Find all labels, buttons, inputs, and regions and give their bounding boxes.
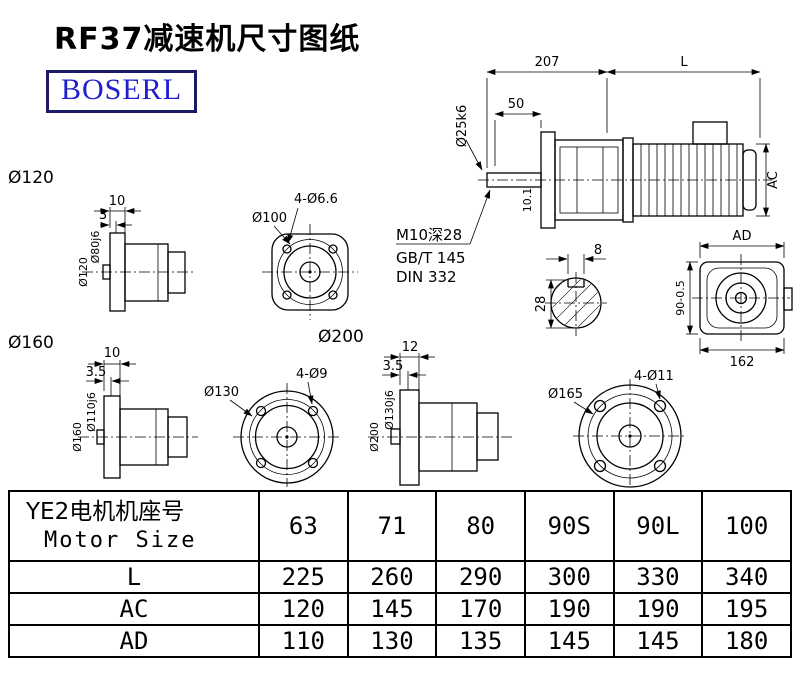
AC-63: 120 (258, 592, 349, 626)
bolt-circle-130: Ø130 (204, 385, 239, 400)
dia-80j6: Ø80j6 (89, 231, 102, 264)
page-title: RF37减速机尺寸图纸 (54, 22, 361, 57)
tap-note-line2: GB/T 145 (396, 249, 466, 267)
dim-AC: AC (766, 171, 781, 189)
motor-size-90S: 90S (523, 490, 615, 562)
AD-80: 135 (435, 624, 526, 658)
motor-rear-view: AD 90-0.5 162 (674, 229, 793, 370)
L-100: 340 (701, 560, 792, 594)
flange-160-front-view: Ø130 4-Ø9 (204, 367, 341, 487)
motor-size-header-cell: YE2电机机座号 Motor Size (8, 490, 260, 562)
row-label-L: L (8, 560, 260, 594)
dim-120-3: 3 (99, 208, 107, 223)
AD-71: 130 (346, 624, 438, 658)
dim-90: 90-0.5 (674, 280, 687, 315)
holes-4x9: 4-Ø9 (296, 367, 327, 382)
holes-4x11: 4-Ø11 (634, 369, 674, 384)
dim-162: 162 (730, 355, 755, 370)
dim-10-1: 10.1 (521, 188, 534, 213)
AD-90S: 145 (523, 624, 615, 658)
AC-71: 145 (346, 592, 438, 626)
tap-note-line1: M10深28 (396, 226, 462, 244)
dim-207: 207 (535, 55, 560, 70)
row-label-AC: AC (8, 592, 260, 626)
L-90S: 300 (523, 560, 615, 594)
shaft-keyway-section-view: 8 28 (534, 243, 607, 336)
row-label-AD: AD (8, 624, 260, 658)
dia-110j6: Ø110j6 (85, 392, 98, 432)
AD-100: 180 (701, 624, 792, 658)
AC-100: 195 (701, 592, 792, 626)
motor-size-100: 100 (701, 490, 792, 562)
main-assembly-view: 207 L 50 Ø25k6 10.1 (396, 55, 781, 286)
L-71: 260 (346, 560, 438, 594)
motor-size-71: 71 (346, 490, 438, 562)
dia-160: Ø160 (71, 422, 84, 452)
AC-90L: 190 (612, 592, 704, 626)
technical-drawing-canvas: 207 L 50 Ø25k6 10.1 (8, 55, 793, 488)
dim-160-10: 10 (104, 346, 121, 361)
section-label-160: Ø160 (8, 333, 54, 353)
AD-63: 110 (258, 624, 349, 658)
dim-keyway-8: 8 (594, 243, 602, 258)
boserl-logo: BOSERL (46, 70, 198, 113)
flange-200-front-view: Ø165 4-Ø11 (548, 369, 687, 488)
dim-200-35: 3.5 (383, 359, 404, 374)
gearbox-160-side-view: Ø160 10 3.5 Ø160 Ø110j6 (8, 333, 198, 479)
logo-text: BOSERL (61, 73, 183, 106)
AC-80: 170 (435, 592, 526, 626)
section-label-200: Ø200 (318, 327, 364, 347)
header-line1: YE2电机机座号 (26, 499, 185, 526)
shaft-diameter-label: Ø25k6 (455, 105, 470, 148)
dim-50: 50 (508, 97, 525, 112)
L-80: 290 (435, 560, 526, 594)
tap-note-line3: DIN 332 (396, 268, 457, 286)
gearbox-120-side-view: Ø120 10 3 Ø120 Ø80j6 (8, 168, 196, 312)
dia-120: Ø120 (77, 257, 90, 287)
AD-90L: 145 (612, 624, 704, 658)
L-63: 225 (258, 560, 349, 594)
dim-200-12: 12 (402, 340, 419, 355)
motor-size-90L: 90L (612, 490, 704, 562)
gearbox-200-side-view: Ø200 12 3.5 Ø200 Ø130j6 (318, 327, 514, 486)
motor-size-63: 63 (258, 490, 349, 562)
flange-120-front-view: Ø100 4-Ø6.6 (252, 192, 358, 320)
section-label-120: Ø120 (8, 168, 54, 188)
header-line2: Motor Size (44, 528, 197, 554)
L-90L: 330 (612, 560, 704, 594)
dim-keyway-28: 28 (534, 296, 549, 313)
dim-L: L (680, 55, 688, 70)
bolt-circle-100: Ø100 (252, 211, 287, 226)
AC-90S: 190 (523, 592, 615, 626)
dimension-table: YE2电机机座号 Motor Size 63 71 80 90S 90L 100… (8, 490, 792, 658)
dim-160-35: 3.5 (86, 365, 107, 380)
motor-size-80: 80 (435, 490, 526, 562)
dim-AD: AD (733, 229, 752, 244)
table-row-AC: AC 120 145 170 190 190 195 (8, 592, 792, 626)
dim-120-10: 10 (109, 194, 126, 209)
dia-130j6: Ø130j6 (383, 390, 396, 430)
holes-4x6-6: 4-Ø6.6 (294, 192, 338, 207)
dia-200: Ø200 (368, 422, 381, 452)
table-row-L: L 225 260 290 300 330 340 (8, 560, 792, 594)
table-row-AD: AD 110 130 135 145 145 180 (8, 624, 792, 658)
bolt-circle-165: Ø165 (548, 387, 583, 402)
table-header-row: YE2电机机座号 Motor Size 63 71 80 90S 90L 100 (8, 490, 792, 562)
